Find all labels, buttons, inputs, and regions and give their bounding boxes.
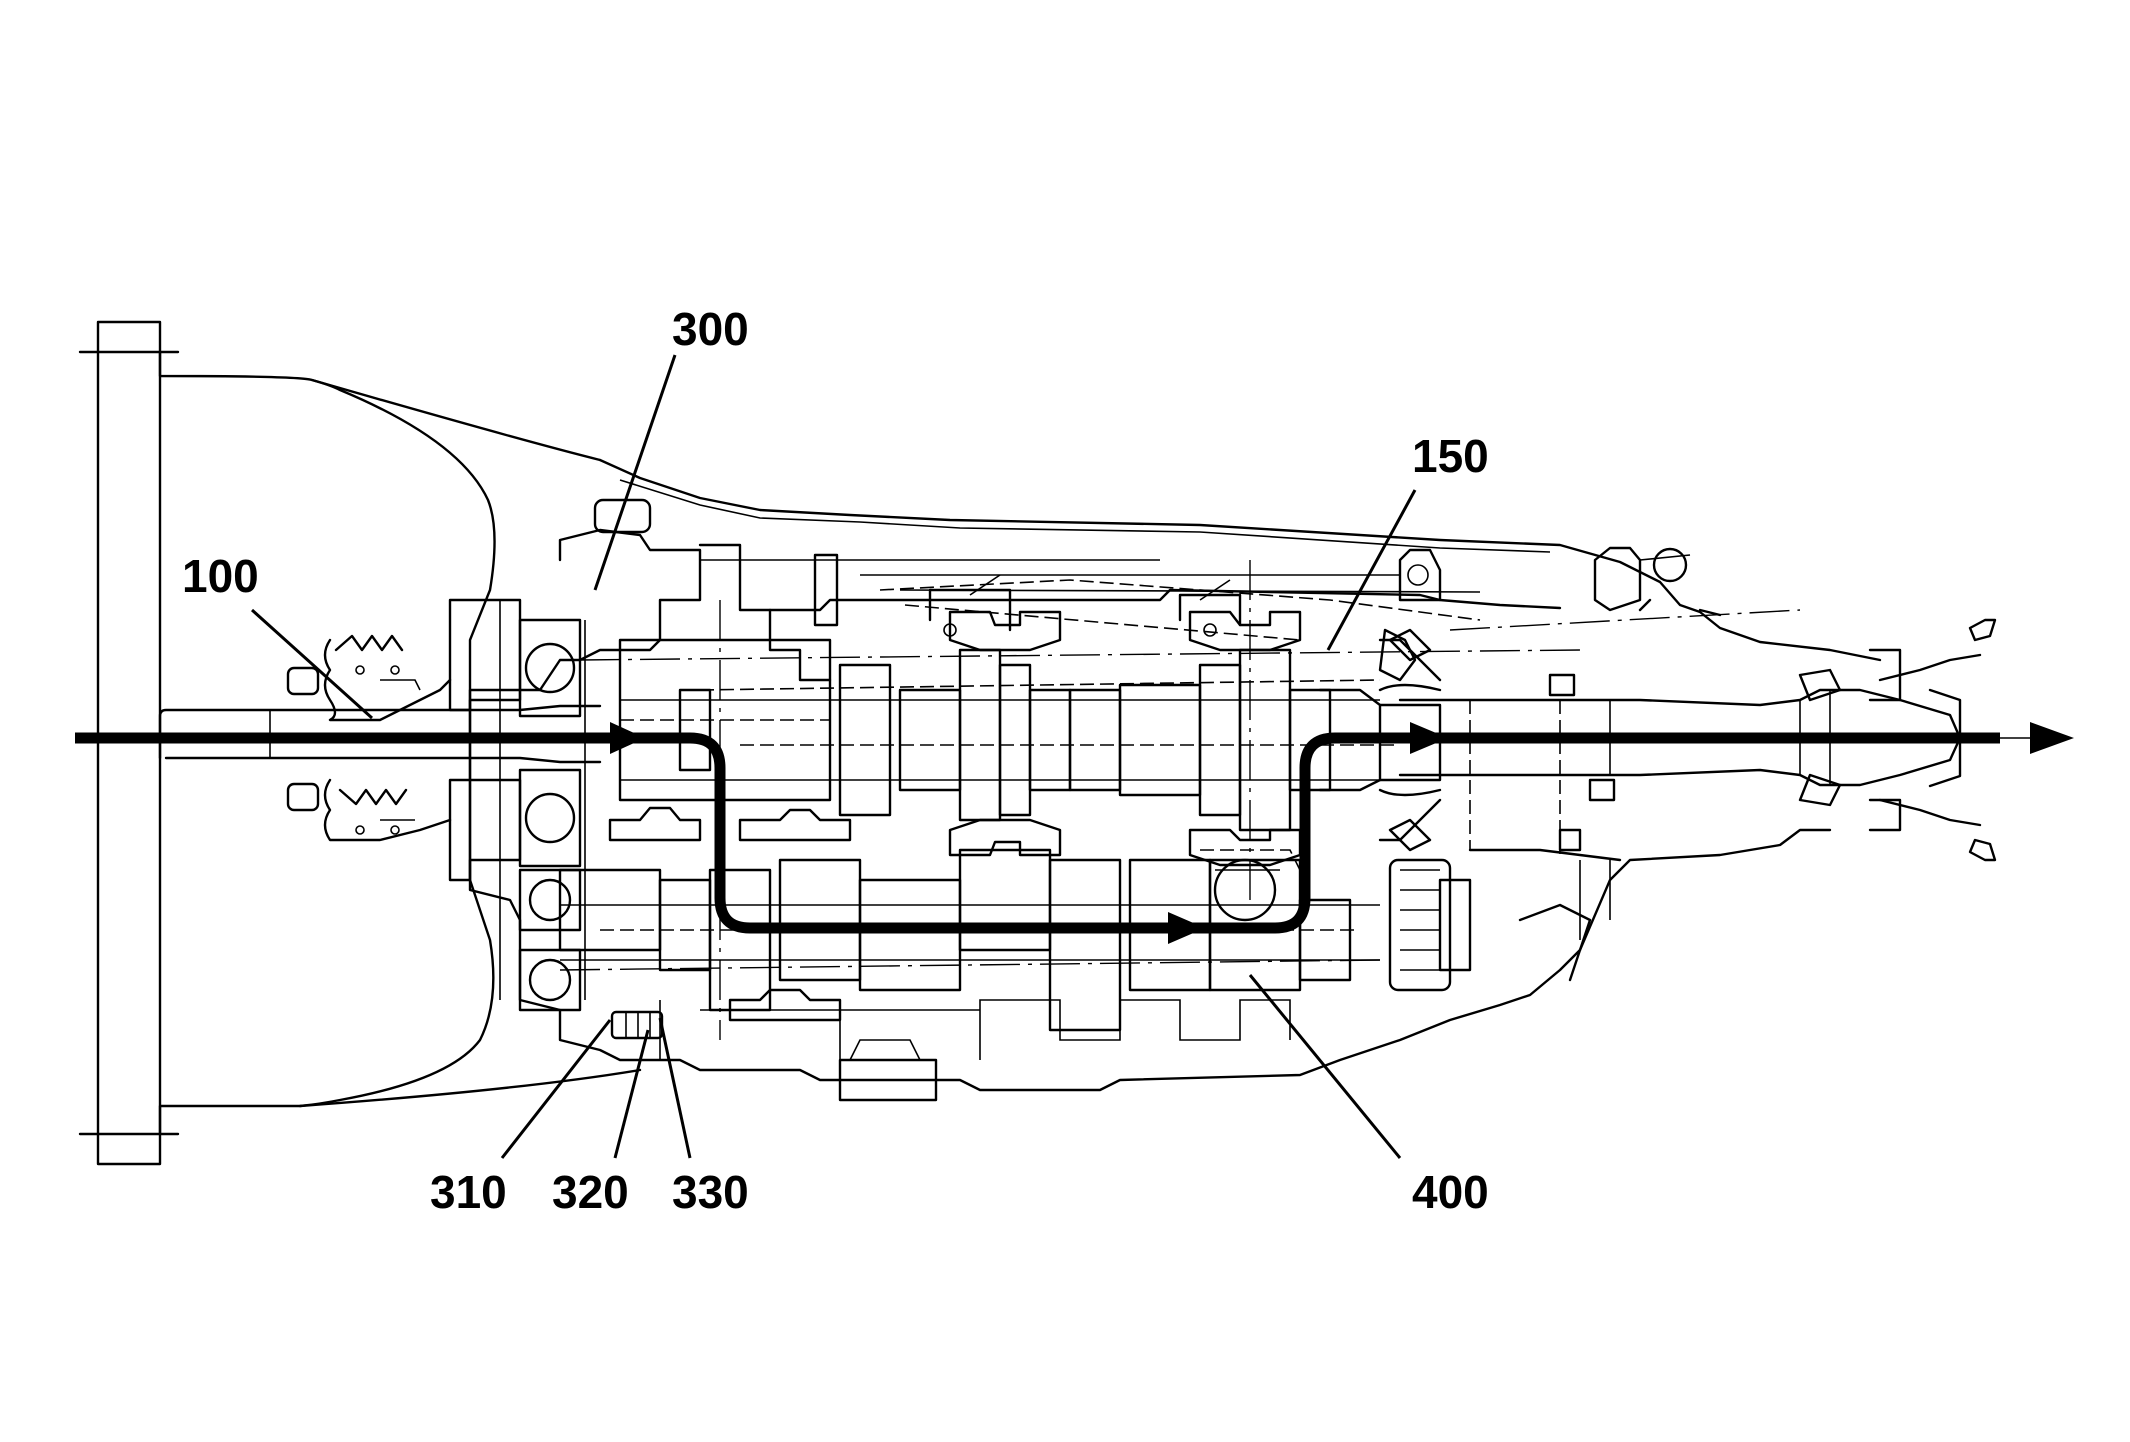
- shift-rail-housing: [593, 498, 1691, 682]
- flow-arrow-output: [1410, 722, 1448, 754]
- callout-100: 100: [182, 550, 259, 602]
- front-bearing-retainer: [286, 598, 522, 882]
- bell-housing: [78, 320, 642, 1166]
- callout-310: 310: [430, 1166, 507, 1218]
- countershaft: [558, 848, 1380, 1032]
- shift-selectors: [928, 574, 1417, 682]
- flow-arrow-countershaft: [1168, 912, 1205, 944]
- rear-bearing-extension: [1378, 598, 1722, 992]
- callout-320: 320: [552, 1166, 629, 1218]
- flow-arrow-input: [610, 722, 645, 754]
- power-flow-path: [75, 722, 2074, 944]
- front-bearings: [499, 600, 586, 1012]
- mainshaft-gears: [618, 638, 1442, 832]
- output-seal-flange: [1798, 618, 1997, 862]
- flow-arrow-exit: [2030, 722, 2074, 754]
- callout-leaders: [250, 354, 1417, 1159]
- callout-300: 300: [672, 303, 749, 355]
- callout-150: 150: [1412, 430, 1489, 482]
- callout-labels: 100 150 300 310 320 330 400: [182, 303, 1489, 1218]
- callout-400: 400: [1412, 1166, 1489, 1218]
- callout-330: 330: [672, 1166, 749, 1218]
- synchronizer-hubs: [608, 610, 1302, 1040]
